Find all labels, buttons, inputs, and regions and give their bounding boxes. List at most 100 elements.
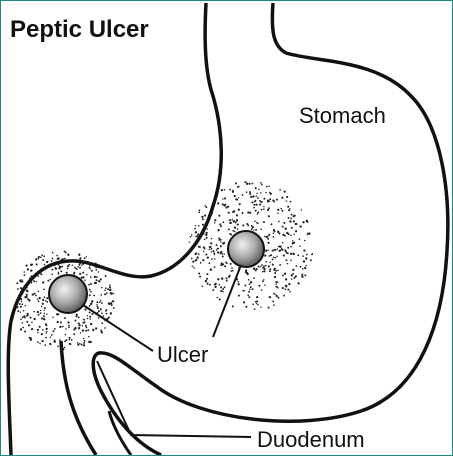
stipple-dot bbox=[269, 261, 271, 263]
stipple-dot bbox=[30, 264, 32, 266]
stipple-dot bbox=[59, 326, 61, 328]
stipple-dot bbox=[111, 292, 113, 294]
stipple-dot bbox=[224, 286, 226, 288]
stipple-dot bbox=[274, 231, 276, 233]
stipple-dot bbox=[271, 223, 273, 225]
stipple-dot bbox=[59, 339, 61, 341]
stipple-dot bbox=[30, 275, 32, 277]
stipple-dot bbox=[50, 265, 52, 267]
stipple-dot bbox=[262, 271, 264, 273]
stipple-dot bbox=[254, 200, 256, 202]
stipple-dot bbox=[213, 250, 215, 252]
stipple-dot bbox=[90, 323, 92, 325]
stipple-dot bbox=[299, 238, 301, 240]
stipple-dot bbox=[291, 278, 293, 280]
stipple-dot bbox=[97, 307, 99, 309]
stipple-dot bbox=[203, 251, 205, 253]
stipple-dot bbox=[268, 185, 270, 187]
stipple-dot bbox=[37, 299, 38, 300]
stipple-dot bbox=[195, 232, 197, 234]
stipple-dot bbox=[293, 215, 295, 217]
stipple-dot bbox=[268, 215, 270, 217]
stipple-dot bbox=[282, 274, 284, 276]
stipple-dot bbox=[272, 264, 274, 266]
stipple-dot bbox=[250, 196, 252, 198]
stipple-dot bbox=[24, 288, 26, 290]
stipple-dot bbox=[216, 244, 218, 246]
stipple-dot bbox=[264, 221, 266, 223]
stipple-dot bbox=[192, 261, 194, 263]
stipple-dot bbox=[238, 283, 240, 285]
stipple-dot bbox=[237, 228, 239, 230]
stipple-dot bbox=[201, 216, 203, 218]
stipple-dot bbox=[274, 276, 276, 278]
stipple-dot bbox=[230, 234, 232, 236]
stipple-dot bbox=[78, 266, 80, 268]
stipple-dot bbox=[292, 240, 293, 241]
stipple-dot bbox=[27, 298, 28, 299]
stipple-dot bbox=[100, 294, 102, 296]
stipple-dot bbox=[24, 274, 26, 276]
stipple-dot bbox=[90, 318, 92, 320]
ulcer-leader-right bbox=[213, 265, 241, 337]
stipple-dot bbox=[215, 283, 217, 285]
stipple-dot bbox=[258, 266, 260, 268]
stipple-dot bbox=[243, 301, 245, 303]
stipple-dot bbox=[52, 330, 54, 332]
stipple-dot bbox=[249, 212, 251, 214]
stipple-dot bbox=[268, 234, 270, 236]
stipple-dot bbox=[220, 290, 221, 291]
stipple-dot bbox=[266, 236, 268, 238]
stipple-dot bbox=[16, 306, 18, 308]
stomach-greater-curvature bbox=[93, 3, 448, 455]
stipple-dot bbox=[94, 276, 96, 278]
stipple-dot bbox=[277, 213, 278, 214]
stipple-dot bbox=[287, 206, 289, 208]
stipple-dot bbox=[199, 276, 201, 278]
stipple-dot bbox=[191, 234, 192, 235]
stipple-dot bbox=[196, 235, 198, 237]
stipple-dot bbox=[249, 191, 251, 193]
stipple-dot bbox=[268, 207, 270, 209]
stipple-dot bbox=[20, 311, 21, 312]
stipple-dot bbox=[214, 258, 216, 260]
stipple-dot bbox=[261, 184, 263, 186]
stipple-dot bbox=[259, 203, 261, 205]
stipple-dot bbox=[25, 305, 27, 307]
stipple-dot bbox=[51, 273, 53, 275]
stipple-dot bbox=[263, 268, 265, 270]
stipple-dot bbox=[206, 220, 208, 222]
stipple-dot bbox=[51, 260, 53, 262]
stipple-dot bbox=[78, 323, 80, 325]
stipple-dot bbox=[58, 272, 59, 273]
stipple-dot bbox=[92, 313, 94, 315]
stipple-dot bbox=[225, 261, 227, 263]
stipple-dot bbox=[224, 189, 226, 191]
duodenum-label: Duodenum bbox=[257, 427, 365, 453]
stipple-dot bbox=[234, 231, 236, 233]
stipple-dot bbox=[87, 329, 89, 331]
stipple-dot bbox=[232, 191, 234, 193]
stipple-dot bbox=[285, 228, 287, 230]
stipple-dot bbox=[216, 249, 218, 251]
stipple-dot bbox=[304, 240, 306, 242]
stipple-dot bbox=[266, 186, 268, 188]
stipple-dot bbox=[273, 304, 275, 306]
stipple-dot bbox=[255, 195, 257, 197]
stipple-dot bbox=[217, 202, 219, 204]
stipple-dot bbox=[191, 258, 193, 260]
stipple-dot bbox=[196, 256, 198, 258]
stipple-dot bbox=[274, 249, 276, 251]
stipple-dot bbox=[205, 232, 207, 234]
stipple-dot bbox=[264, 284, 265, 285]
stipple-dot bbox=[22, 316, 24, 318]
stipple-dot bbox=[21, 303, 23, 305]
stipple-dot bbox=[302, 255, 304, 257]
stipple-dot bbox=[288, 217, 290, 219]
stipple-dot bbox=[249, 283, 251, 285]
stipple-dot bbox=[306, 254, 308, 256]
stipple-dot bbox=[95, 269, 97, 271]
stipple-dot bbox=[68, 327, 70, 329]
stipple-dot bbox=[109, 286, 111, 288]
